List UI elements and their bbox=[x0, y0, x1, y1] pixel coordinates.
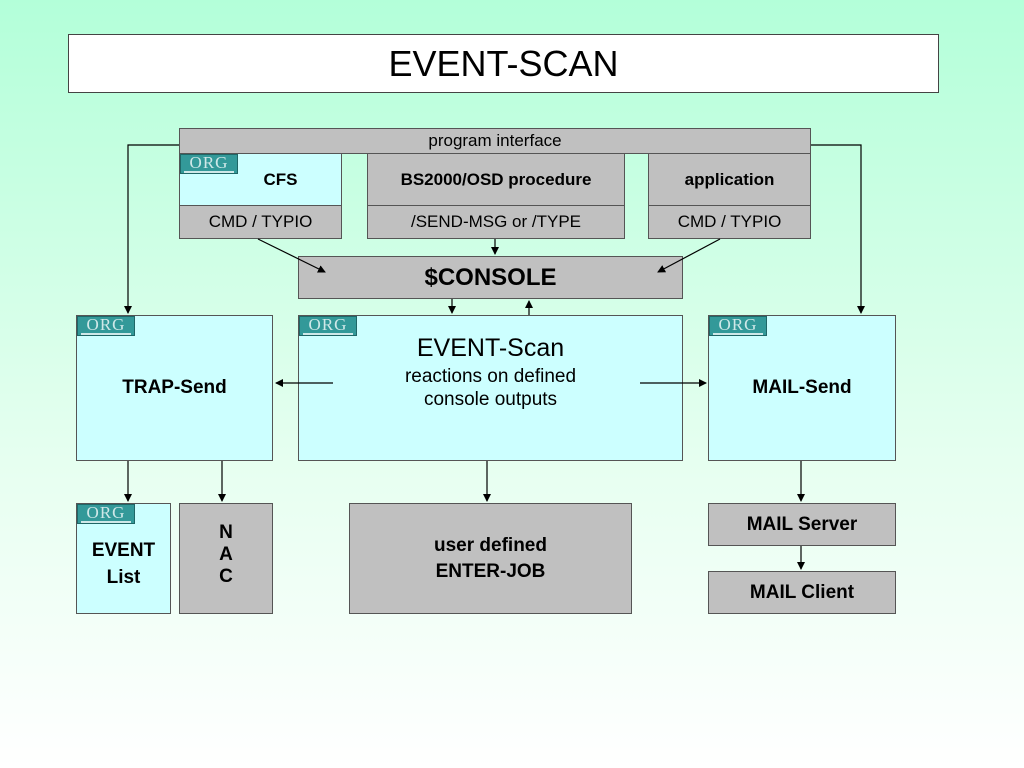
mail-server-label: MAIL Server bbox=[746, 513, 858, 535]
application-box: application bbox=[648, 153, 811, 206]
arrow-interface-to-mail-send bbox=[811, 144, 865, 314]
bs2000-command: /SEND-MSG or /TYPE bbox=[410, 212, 582, 231]
nac-line1: N bbox=[219, 522, 233, 543]
event-scan-title: EVENT-Scan bbox=[416, 334, 565, 362]
console-label: $CONSOLE bbox=[424, 263, 557, 291]
page-title-box: EVENT-SCAN bbox=[68, 34, 939, 93]
event-scan-box: EVENT-Scan reactions on defined console … bbox=[298, 315, 683, 461]
mail-send-label: MAIL-Send bbox=[752, 377, 852, 398]
mail-client-box: MAIL Client bbox=[708, 571, 896, 614]
page-title: EVENT-SCAN bbox=[388, 42, 619, 84]
bs2000-label: BS2000/OSD procedure bbox=[400, 169, 592, 189]
event-list-line2: List bbox=[106, 566, 141, 588]
application-label: application bbox=[684, 169, 775, 189]
mail-client-label: MAIL Client bbox=[749, 581, 855, 603]
user-job-line1: user defined bbox=[434, 534, 547, 556]
org-logo-icon: ORG bbox=[77, 504, 135, 524]
nac-line3: C bbox=[219, 566, 233, 587]
org-logo-icon: ORG bbox=[299, 316, 357, 336]
user-job-box: user defined ENTER-JOB bbox=[349, 503, 632, 614]
nac-line2: A bbox=[219, 544, 233, 565]
mail-server-box: MAIL Server bbox=[708, 503, 896, 546]
org-logo-icon: ORG bbox=[709, 316, 767, 336]
cfs-box: CFS bbox=[179, 153, 342, 206]
program-interface-label: program interface bbox=[428, 131, 562, 150]
program-interface-bar: program interface bbox=[179, 128, 811, 154]
event-scan-line1: reactions on defined bbox=[404, 366, 577, 387]
application-command-box: CMD / TYPIO bbox=[648, 205, 811, 239]
bs2000-box: BS2000/OSD procedure bbox=[367, 153, 625, 206]
nac-box: N A C bbox=[179, 503, 273, 614]
mail-send-box: MAIL-Send bbox=[708, 315, 896, 461]
bs2000-command-box: /SEND-MSG or /TYPE bbox=[367, 205, 625, 239]
cfs-label: CFS bbox=[263, 169, 298, 189]
event-list-line1: EVENT bbox=[91, 539, 156, 561]
arrow-interface-to-trap-send bbox=[124, 144, 179, 314]
cfs-command: CMD / TYPIO bbox=[208, 212, 313, 231]
trap-send-label: TRAP-Send bbox=[122, 377, 227, 398]
event-scan-line2: console outputs bbox=[423, 389, 558, 410]
application-command: CMD / TYPIO bbox=[677, 212, 782, 231]
org-logo-icon: ORG bbox=[180, 154, 238, 174]
trap-send-box: TRAP-Send bbox=[76, 315, 273, 461]
console-box: $CONSOLE bbox=[298, 256, 683, 299]
user-job-line2: ENTER-JOB bbox=[435, 560, 546, 582]
org-logo-icon: ORG bbox=[77, 316, 135, 336]
cfs-command-box: CMD / TYPIO bbox=[179, 205, 342, 239]
